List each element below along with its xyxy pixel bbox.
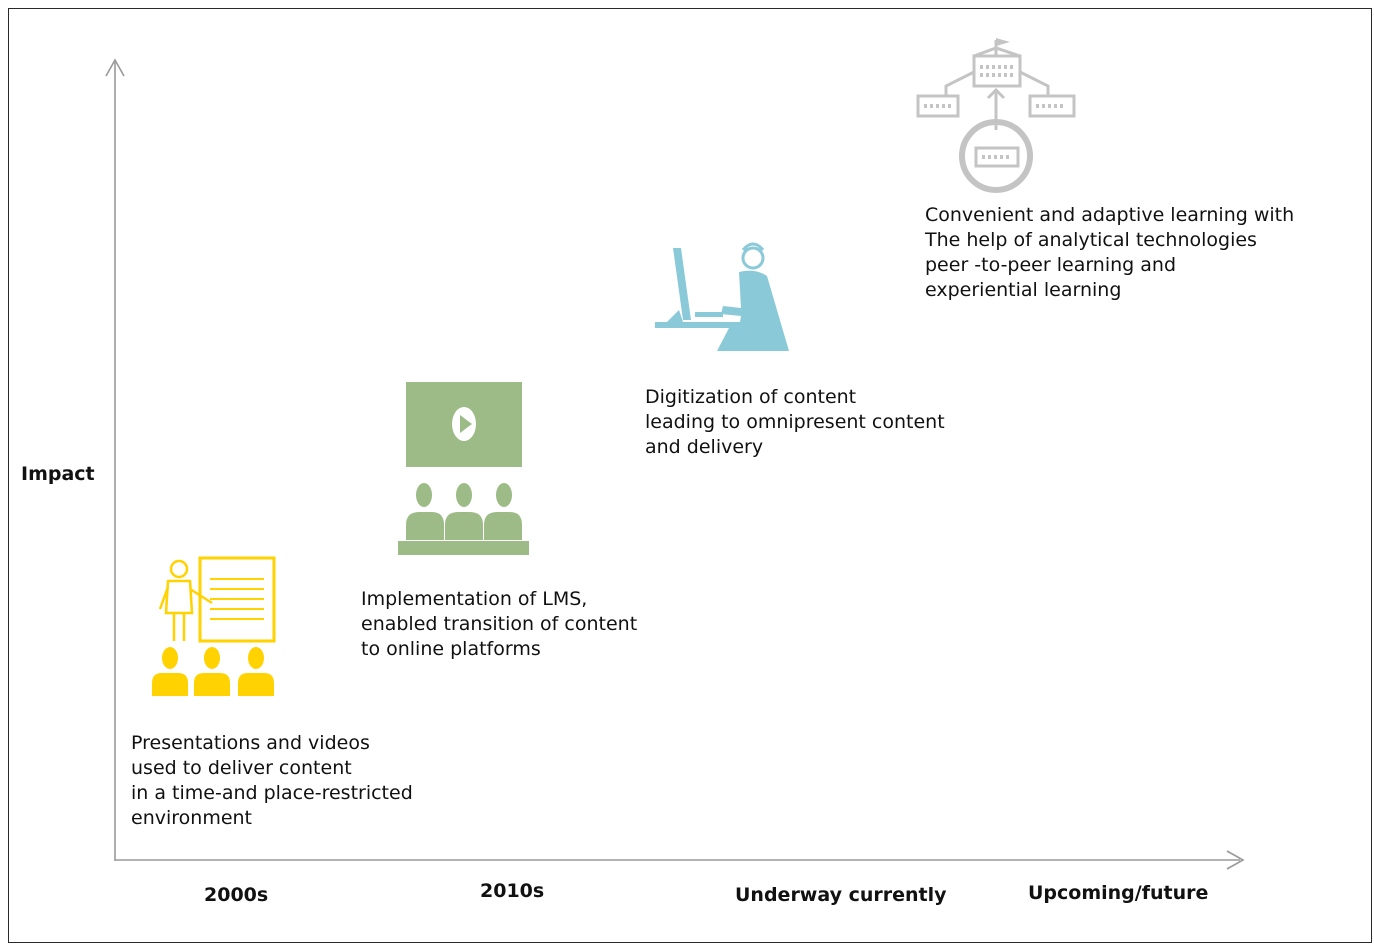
stage-4-line-1: Convenient and adaptive learning with [925,204,1295,226]
connected-buildings-network-icon [916,38,1076,193]
stage-3-line-3: and delivery [645,436,764,458]
stage-2-line-1: Implementation of LMS, [361,588,588,610]
stage-3-line-1: Digitization of content [645,386,857,408]
x-label-underway: Underway currently [735,884,947,906]
y-axis-arrow [105,58,125,77]
stage-2-line-3: to online platforms [361,638,541,660]
stage-1-line-3: in a time-and place-restricted [131,782,413,804]
stage-4-line-4: experiential learning [925,279,1122,301]
person-at-computer-icon [655,242,789,351]
stage-4-line-2: The help of analytical technologies [925,229,1257,251]
stage-4-description: Convenient and adaptive learning with Th… [925,203,1294,303]
x-label-2000s: 2000s [204,884,269,906]
stage-1-line-4: environment [131,807,253,829]
classroom-presentation-icon [152,556,276,696]
stage-3-description: Digitization of content leading to omnip… [645,385,945,460]
stage-3-line-2: leading to omnipresent content [645,411,945,433]
x-label-2010s: 2010s [480,880,545,902]
stage-2-line-2: enabled transition of content [361,613,638,635]
x-axis-arrow [1226,850,1245,870]
y-axis-label: Impact [21,463,95,485]
diagram-frame [8,8,1372,943]
stage-4-line-3: peer -to-peer learning and [925,254,1177,276]
x-label-upcoming: Upcoming/future [1028,882,1209,904]
stage-1-line-2: used to deliver content [131,757,352,779]
stage-2-description: Implementation of LMS, enabled transitio… [361,587,637,662]
stage-1-line-1: Presentations and videos [131,732,370,754]
stage-1-description: Presentations and videos used to deliver… [131,731,413,831]
video-lms-audience-icon [398,382,529,555]
